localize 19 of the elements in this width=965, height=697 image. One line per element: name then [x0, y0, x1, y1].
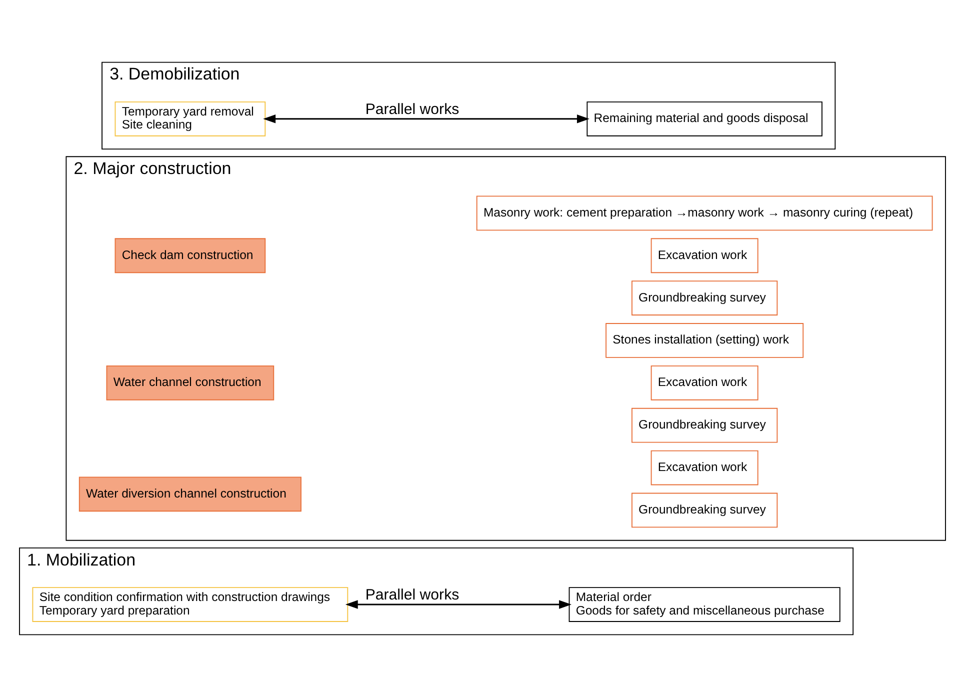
edge-label: Parallel works: [365, 100, 460, 118]
arrow: [263, 114, 590, 124]
node-box: Stones installation (setting) work: [606, 323, 804, 358]
node-box: Excavation work: [650, 365, 758, 400]
node-box: Water channel construction: [106, 365, 274, 400]
node-box: Water diversion channel construction: [78, 476, 302, 512]
node-box: Check dam construction: [114, 238, 266, 274]
node-box: Temporary yard removal Site cleaning: [114, 101, 266, 136]
node-box: Groundbreaking survey: [631, 280, 778, 316]
node-box: Groundbreaking survey: [631, 492, 778, 528]
node-box: Excavation work: [650, 238, 758, 274]
arrow: [345, 600, 572, 609]
node-box: Remaining material and goods disposal: [586, 101, 822, 136]
node-box: Material order Goods for safety and miscellaneous purchase: [568, 587, 840, 622]
node-box: Site condition confirmation with construction drawings Temporary yard preparation: [32, 587, 348, 622]
edge-label: Parallel works: [365, 586, 460, 604]
node-box: Masonry work: cement preparation →masonry work → masonry curing (repeat): [476, 196, 933, 231]
node-box: Excavation work: [650, 450, 758, 486]
node-box: Groundbreaking survey: [631, 408, 778, 443]
